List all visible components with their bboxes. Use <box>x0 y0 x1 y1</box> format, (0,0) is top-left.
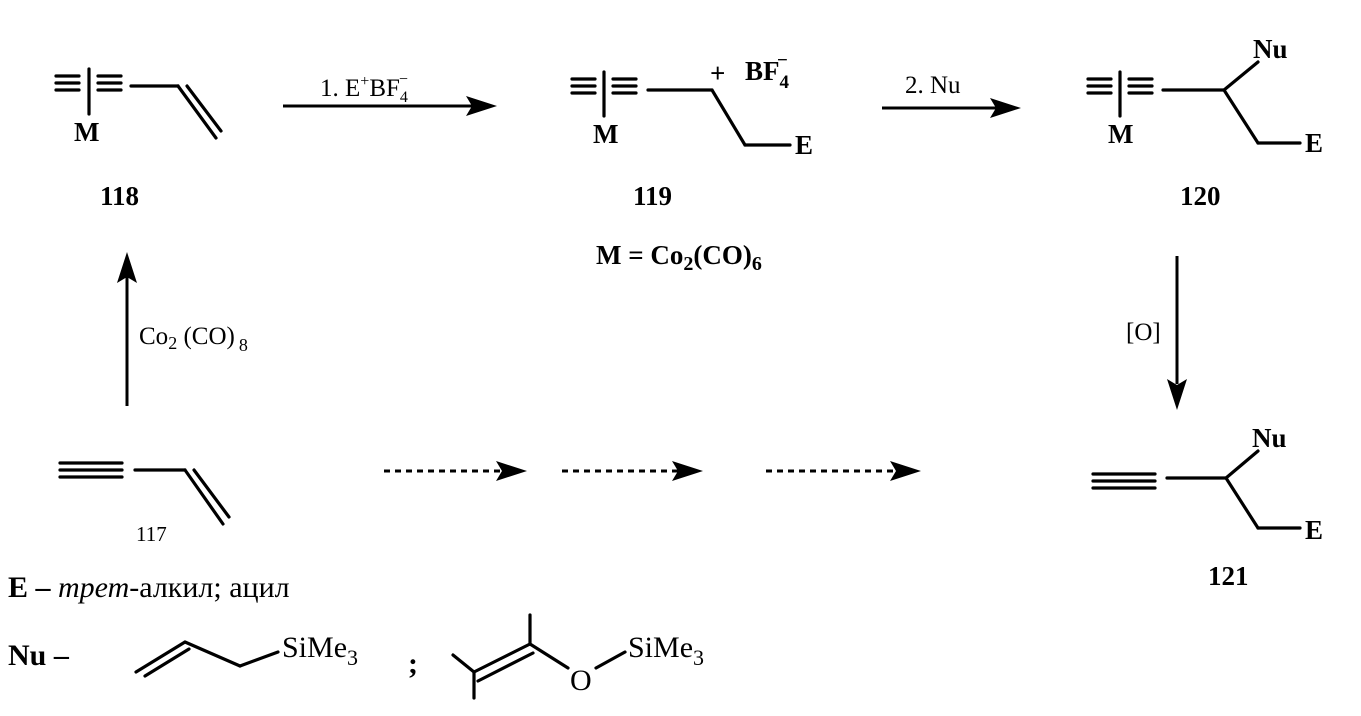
compound-118: M 118 <box>54 67 223 211</box>
double-bond-outer <box>134 640 187 674</box>
single-bond <box>1224 476 1260 530</box>
double-bond-outer <box>176 84 218 140</box>
arrow-head <box>117 252 137 283</box>
dashed-arrow-head <box>496 461 527 481</box>
separator: ; <box>408 647 418 680</box>
compound-117: 117 <box>58 461 231 546</box>
arrow-head <box>990 98 1021 118</box>
compound-number-118: 118 <box>100 181 139 211</box>
single-bond <box>451 653 476 674</box>
compound-119: M + BF4− E 119 <box>570 50 813 211</box>
metal-label: M <box>74 117 99 147</box>
compound-121: Nu E 121 <box>1091 423 1323 591</box>
substituent-e: E <box>1305 128 1323 158</box>
metal-definition: M = Co2(CO)6 <box>596 240 762 275</box>
double-bond-inner <box>185 84 223 133</box>
reaction-arrow-complexation: Co2 (CO)8 <box>117 252 248 406</box>
double-bond-outer <box>472 642 532 674</box>
single-bond <box>528 642 570 670</box>
oxidation-reagent-label: [O] <box>1126 319 1161 346</box>
bond-to-nu <box>1222 60 1260 92</box>
substituent-e: E <box>795 130 813 160</box>
compound-120: M Nu E 120 <box>1086 34 1323 211</box>
arrow-head <box>1167 379 1187 410</box>
counterion-label: BF4− <box>745 50 790 93</box>
reaction-arrow-step1: 1. E+BF4− <box>283 71 497 116</box>
double-bond-outer <box>183 468 225 526</box>
single-bond <box>594 650 627 670</box>
silyl-group-label: SiMe3 <box>628 631 704 670</box>
double-bond-inner <box>476 651 535 683</box>
complexation-reagent-label: Co2 (CO)8 <box>139 323 248 355</box>
silyl-enol-ether-structure: O SiMe3 <box>451 613 704 700</box>
compound-number-119: 119 <box>633 181 672 211</box>
dashed-arrow-head <box>672 461 703 481</box>
double-bond-inner <box>192 468 231 519</box>
single-bond <box>1222 88 1260 145</box>
double-bond-inner <box>143 647 191 678</box>
bond-to-nu <box>1224 449 1260 480</box>
cation-charge: + <box>710 58 725 88</box>
metal-label: M <box>1108 119 1133 149</box>
nu-definition: Nu – SiMe3 ; O SiMe3 <box>8 613 704 700</box>
compound-number-117: 117 <box>136 522 167 546</box>
single-bond <box>183 640 242 668</box>
silyl-group-label: SiMe3 <box>282 631 358 670</box>
compound-number-121: 121 <box>1208 561 1249 591</box>
nu-definition-prefix: Nu – <box>8 639 70 672</box>
oxygen-label: O <box>570 664 592 697</box>
single-bond <box>710 88 747 147</box>
metal-label: M <box>593 119 618 149</box>
nucleophile-label: Nu <box>1253 34 1288 64</box>
nucleophile-label: Nu <box>1252 423 1287 453</box>
single-bond <box>238 650 280 668</box>
step1-reagent-label: 1. E+BF4− <box>320 71 408 106</box>
step2-reagent-label: 2. Nu <box>905 72 961 99</box>
compound-number-120: 120 <box>1180 181 1221 211</box>
e-definition: E – трет-алкил; ацил <box>8 571 290 604</box>
allyltrimethylsilane-structure: SiMe3 <box>134 631 358 678</box>
reaction-arrow-step2: 2. Nu <box>882 72 1021 118</box>
dashed-arrows <box>384 461 921 481</box>
arrow-head <box>466 96 497 116</box>
substituent-e: E <box>1305 515 1323 545</box>
dashed-arrow-head <box>890 461 921 481</box>
reaction-arrow-oxidation: [O] <box>1126 256 1187 410</box>
